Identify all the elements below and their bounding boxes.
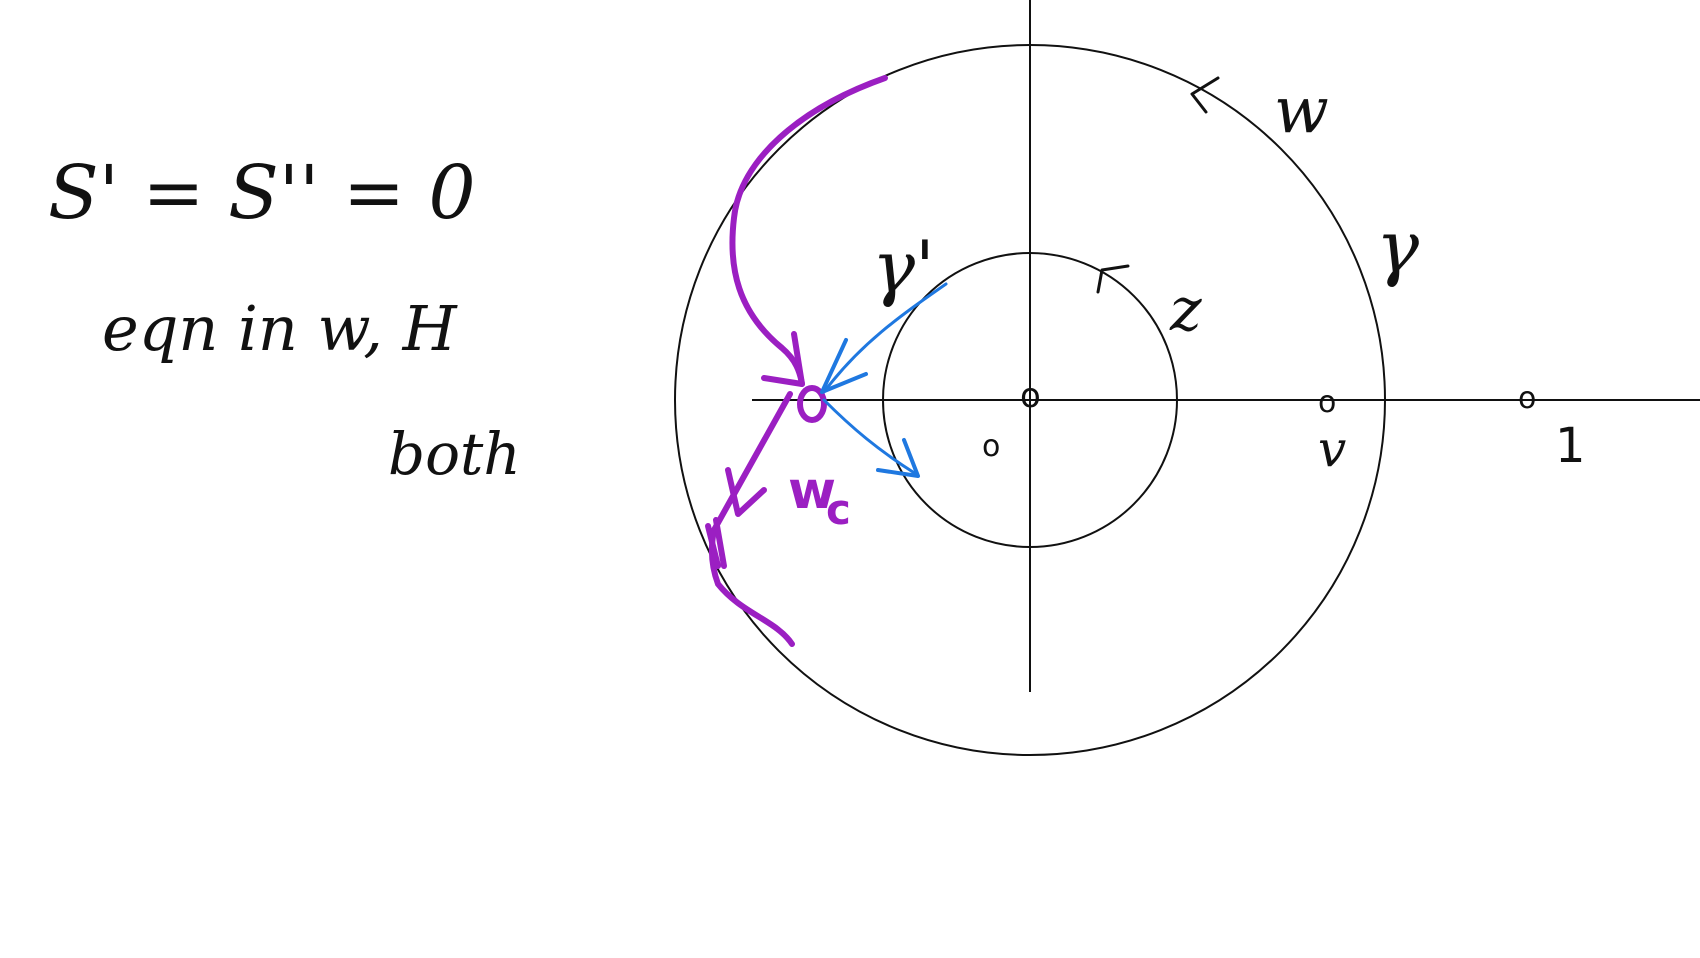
- inner-orientation-arrow: [1096, 264, 1130, 294]
- note-both: both: [388, 420, 521, 488]
- label-v: v: [1318, 420, 1346, 478]
- note-eqn-in-w-h: eqn in w, H: [102, 292, 459, 365]
- label-w-c-subscript: c: [826, 485, 851, 534]
- zero-mark: o: [982, 429, 1000, 464]
- outer-circle-gamma: [674, 44, 1386, 756]
- label-w-c: w: [788, 461, 836, 521]
- origin-mark: o: [1020, 376, 1041, 416]
- blue-arrow-in: [822, 282, 948, 394]
- purple-crossing-mark: [705, 517, 727, 569]
- inner-circle-gamma-prime: [882, 252, 1178, 548]
- blue-arrow-out-head: [876, 438, 920, 478]
- label-gamma: γ: [1376, 205, 1420, 289]
- saddle-point-marker: [797, 385, 827, 423]
- purple-incoming-arrowhead: [761, 331, 805, 387]
- label-one: 1: [1555, 418, 1586, 474]
- v-mark: o: [1318, 385, 1336, 420]
- note-s-equation: S' = S'' = 0: [48, 150, 476, 236]
- label-w: w: [1274, 74, 1329, 148]
- label-gamma-prime: γ': [872, 225, 935, 309]
- purple-outgoing-path: [708, 391, 795, 647]
- label-z: z: [1169, 275, 1202, 345]
- blue-arrow-in-head: [820, 338, 868, 394]
- one-mark: o: [1518, 381, 1536, 416]
- blue-arrow-out: [822, 398, 918, 476]
- purple-incoming-path: [729, 75, 888, 387]
- outer-orientation-arrow: [1190, 76, 1220, 114]
- purple-outgoing-arrowhead: [725, 467, 767, 517]
